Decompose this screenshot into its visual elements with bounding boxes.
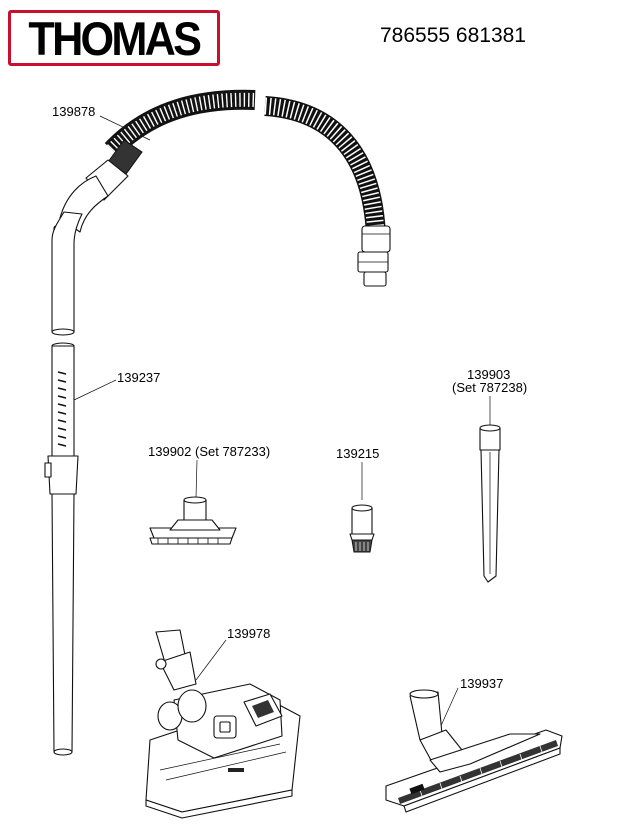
thomas-logo: THOMAS — [8, 10, 220, 66]
label-hose: 139878 — [52, 104, 96, 119]
label-crevice-nozzle-set: (Set 787238) — [452, 380, 528, 395]
label-upholstery-nozzle: 139902 (Set 787233) — [148, 444, 271, 459]
hose-illustration — [51, 89, 391, 336]
crevice-nozzle-illustration — [479, 396, 501, 583]
upholstery-nozzle-illustration — [149, 459, 237, 545]
leader-floor-nozzle — [195, 639, 227, 681]
leader-telescopic-tube — [73, 379, 117, 401]
label-parquet-nozzle: 139937 — [460, 676, 504, 691]
label-mini-brush: 139215 — [336, 446, 380, 461]
floor-nozzle-illustration — [145, 629, 301, 819]
parquet-nozzle-illustration — [385, 687, 563, 813]
label-crevice-nozzle: 139903 — [467, 367, 511, 382]
leader-parquet-nozzle — [439, 687, 459, 729]
leader-upholstery-nozzle — [195, 459, 198, 499]
label-telescopic-tube: 139237 — [117, 370, 161, 385]
mini-brush-illustration — [349, 462, 375, 553]
label-floor-nozzle: 139978 — [227, 626, 271, 641]
document-code: 786555 681381 — [380, 24, 526, 47]
telescopic-tube-illustration — [44, 342, 117, 756]
brand-logo-text: THOMAS — [28, 11, 203, 65]
